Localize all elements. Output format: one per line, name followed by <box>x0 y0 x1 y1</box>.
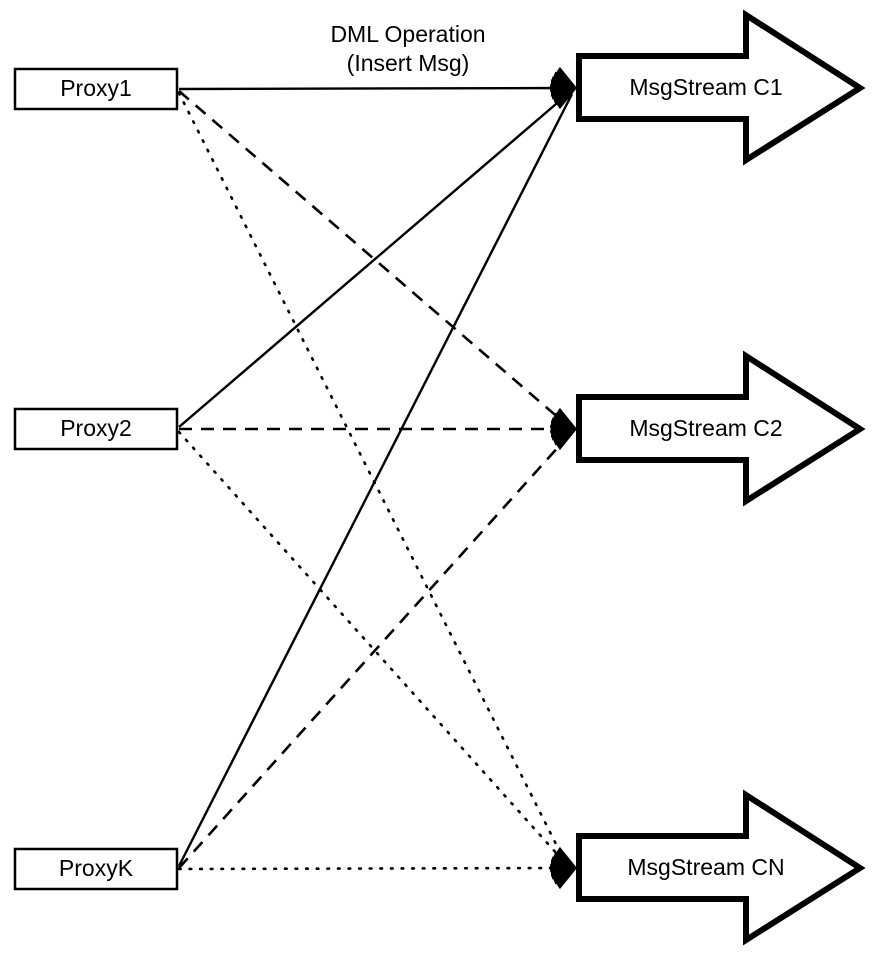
arrowhead-cn <box>549 846 577 890</box>
stream-arrow-shape <box>576 9 866 166</box>
dml-operation-annotation: DML Operation (Insert Msg) <box>330 21 485 76</box>
proxy-box-rect <box>13 407 179 451</box>
edges-layer <box>177 86 574 871</box>
arrowhead-spike <box>550 88 577 110</box>
proxy-box-rect <box>13 847 179 891</box>
proxy-box-rect <box>13 67 179 111</box>
arrowhead-spike <box>550 868 577 890</box>
arrowhead-spike <box>550 846 577 868</box>
edge-proxy1-to-c2 <box>178 90 569 427</box>
arrowhead-c2 <box>549 407 577 451</box>
proxy-node-proxy2[interactable]: Proxy2 <box>13 407 179 451</box>
stream-label: MsgStream C1 <box>629 74 782 100</box>
proxy-label: Proxy1 <box>60 75 132 101</box>
edge-proxy1-to-cn <box>177 91 568 866</box>
edge-proxyK-to-c1 <box>177 93 574 867</box>
stream-node-stream_c1[interactable]: MsgStream C1 <box>576 9 866 166</box>
proxy-node-proxy1[interactable]: Proxy1 <box>13 67 179 111</box>
edge-proxyK-to-c2 <box>178 433 571 869</box>
proxy-label: Proxy2 <box>60 415 132 441</box>
streams-layer: MsgStream C1 MsgStream C2 MsgStream CN <box>576 9 866 946</box>
edge-proxy1-to-c1 <box>178 86 571 91</box>
proxy-label: ProxyK <box>59 855 134 881</box>
edge-proxyK-to-cn <box>177 866 568 871</box>
arrowhead-spike <box>550 66 577 88</box>
stream-label: MsgStream CN <box>627 854 784 880</box>
edge-proxy2-to-c1 <box>178 91 571 428</box>
stream-arrow-shape <box>576 789 866 946</box>
arrowhead-spike <box>550 407 577 429</box>
arrowheads-layer <box>549 66 577 890</box>
dml-operation-line2: (Insert Msg) <box>347 50 470 76</box>
arrowhead-spike <box>550 429 577 451</box>
stream-arrow-shape <box>576 350 866 507</box>
arrowhead-c1 <box>549 66 577 110</box>
dml-operation-line1: DML Operation <box>330 21 485 47</box>
stream-node-stream_cn[interactable]: MsgStream CN <box>576 789 866 946</box>
proxy-node-proxyK[interactable]: ProxyK <box>13 847 179 891</box>
stream-node-stream_c2[interactable]: MsgStream C2 <box>576 350 866 507</box>
edge-proxy2-to-cn <box>177 430 568 866</box>
stream-label: MsgStream C2 <box>629 415 782 441</box>
